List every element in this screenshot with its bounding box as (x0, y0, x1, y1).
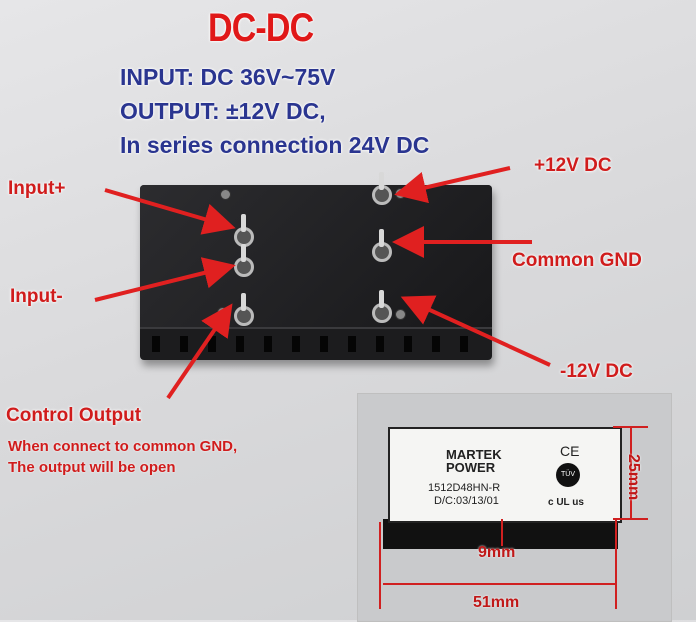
product-inset-photo: MARTEK POWER 1512D48HN-R D/C:03/13/01 CE… (357, 393, 672, 622)
control-note-line1: When connect to common GND, (8, 438, 238, 455)
dim-width: 51mm (473, 594, 520, 611)
model-number: 1512D48HN-R (428, 482, 501, 494)
label-input-plus: Input+ (8, 178, 66, 199)
label-minus-12v: -12V DC (560, 361, 633, 382)
label-control-output: Control Output (6, 405, 142, 426)
chip-pin-side (383, 519, 618, 549)
spec-series: In series connection 24V DC (120, 132, 430, 158)
label-plus-12v: +12V DC (534, 155, 612, 176)
tuv-mark-icon: TÜV (556, 463, 580, 487)
pin-control (234, 293, 254, 326)
ul-mark-icon: c UL us (548, 497, 584, 508)
spec-output: OUTPUT: ±12V DC, (120, 98, 326, 124)
spec-input: INPUT: DC 36V~75V (120, 64, 336, 90)
dimension-lines (379, 426, 648, 609)
pin-plus-12v (372, 172, 392, 205)
pin-minus-12v (372, 290, 392, 323)
brand-line1: MARTEK (446, 447, 502, 462)
label-common-gnd: Common GND (512, 250, 642, 271)
page-title: DC-DC (208, 6, 314, 50)
chip-label-face: MARTEK POWER 1512D48HN-R D/C:03/13/01 CE… (388, 427, 622, 523)
label-input-minus: Input- (10, 286, 63, 307)
mount-dot (220, 189, 231, 200)
date-code: D/C:03/13/01 (434, 495, 499, 507)
pin-common-gnd (372, 229, 392, 262)
dim-depth: 9mm (478, 544, 516, 561)
dim-height: 25mm (625, 454, 642, 501)
ce-mark-icon: CE (560, 443, 580, 459)
brand-line2: POWER (446, 460, 496, 475)
control-note-line2: The output will be open (8, 459, 176, 476)
